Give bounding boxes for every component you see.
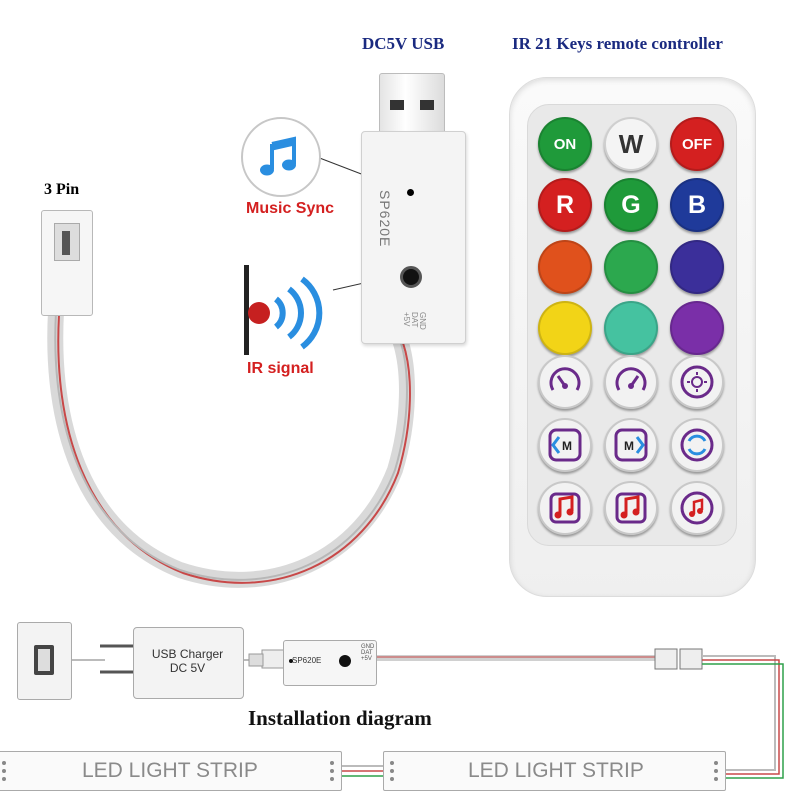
auto-cycle-icon [680,428,714,462]
speed-down-icon [549,367,581,391]
remote-key-orange[interactable] [538,240,592,294]
music-sync-label: Music Sync [246,200,335,217]
remote-key-green[interactable] [604,240,658,294]
strip-solder-pads [2,761,718,781]
usb-charger-text: USB Charger DC 5V [151,647,224,675]
mini-controller [283,640,377,686]
music-prev-icon [549,492,581,524]
remote-key-mode-next[interactable]: M [604,418,658,472]
remote-key-w[interactable]: W [604,117,658,171]
remote-key-yellow[interactable] [538,301,592,355]
brightness-icon [680,365,714,399]
three-pin-label: 3 Pin [44,181,80,198]
remote-key-purple[interactable] [670,301,724,355]
led-strip-1-label: LED LIGHT STRIP [82,759,258,782]
remote-key-indigo[interactable] [670,240,724,294]
mini-controller-model: SP620E [292,656,322,665]
remote-key-speed-up[interactable] [604,355,658,409]
speed-up-icon [615,367,647,391]
remote-key-music-cycle[interactable] [670,481,724,535]
usb-plug [379,73,445,137]
svg-text:M: M [624,439,634,453]
led-strip-1 [0,751,342,791]
svg-text:M: M [562,439,572,453]
remote-key-speed-down[interactable] [538,355,592,409]
ir-receiver [400,266,422,288]
remote-title: IR 21 Keys remote controller [512,34,723,53]
remote-key-mode-prev[interactable]: M [538,418,592,472]
ir-signal-label: IR signal [247,360,314,377]
ir-signal-icon [244,265,323,355]
usb-charger [133,627,244,699]
remote-key-music-1[interactable] [538,481,592,535]
led-strip-2-label: LED LIGHT STRIP [468,759,644,782]
remote-key-g[interactable]: G [604,178,658,232]
remote-key-auto-cycle[interactable] [670,418,724,472]
controller-body [361,131,466,344]
usb-title: DC5V USB [362,34,445,53]
remote-key-on[interactable]: ON [538,117,592,171]
wall-socket [17,622,72,700]
controller-model: SP620E [377,190,393,248]
remote-key-off[interactable]: OFF [670,117,724,171]
mode-next-icon: M [614,428,648,462]
remote-key-teal[interactable] [604,301,658,355]
installation-title: Installation diagram [248,706,432,730]
cable-red-wire [57,314,411,584]
music-next-icon [615,492,647,524]
music-cycle-icon [680,491,714,525]
remote-key-brightness[interactable] [670,355,724,409]
remote-key-music-2[interactable] [604,481,658,535]
music-mic-hole [407,189,414,196]
remote-key-r[interactable]: R [538,178,592,232]
music-note-icon [241,117,321,197]
three-pin-connector [41,210,93,316]
remote-key-b[interactable]: B [670,178,724,232]
cable-wire [54,311,408,581]
mode-prev-icon: M [548,428,582,462]
led-strip-2 [383,751,726,791]
